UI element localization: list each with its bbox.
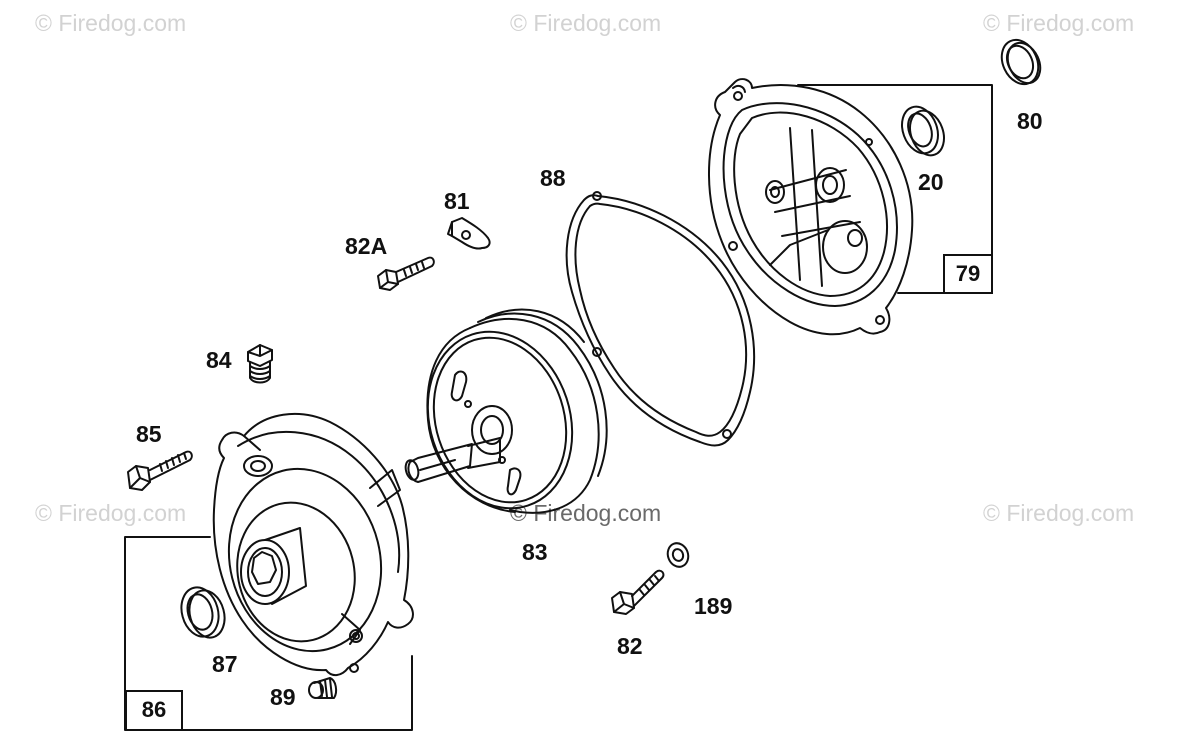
- bolt-82[interactable]: [611, 569, 665, 615]
- plug-84[interactable]: [247, 344, 273, 384]
- watermark: © Firedog.com: [35, 500, 187, 526]
- callout-82: 82: [617, 633, 643, 659]
- callout-87: 87: [212, 651, 238, 677]
- gasket-88[interactable]: [565, 191, 756, 447]
- callout-83: 83: [522, 539, 548, 565]
- washer-189[interactable]: [664, 540, 691, 569]
- callout-84: 84: [206, 347, 232, 373]
- watermark: © Firedog.com: [983, 10, 1135, 36]
- seal-20[interactable]: [896, 102, 950, 160]
- callout-82a: 82A: [345, 233, 388, 259]
- lock-plate-81[interactable]: [447, 217, 491, 250]
- callout-80: 80: [1017, 108, 1043, 134]
- callout-20: 20: [918, 169, 944, 195]
- watermark: © Firedog.com: [983, 500, 1135, 526]
- seal-80[interactable]: [995, 34, 1047, 90]
- set-screw-89[interactable]: [308, 677, 338, 699]
- callout-81: 81: [444, 188, 470, 214]
- housing-79[interactable]: [708, 78, 914, 336]
- callout-85: 85: [136, 421, 162, 447]
- callout-79: 79: [943, 254, 993, 294]
- watermark: © Firedog.com: [510, 10, 662, 36]
- callout-88: 88: [540, 165, 566, 191]
- bolt-85[interactable]: [127, 450, 193, 491]
- drum-83[interactable]: [404, 308, 608, 528]
- bolt-82a[interactable]: [377, 256, 435, 291]
- watermark: © Firedog.com: [35, 10, 187, 36]
- seal-87[interactable]: [176, 583, 229, 641]
- housing-86[interactable]: [210, 412, 414, 676]
- callout-89: 89: [270, 684, 296, 710]
- callout-86: 86: [125, 690, 183, 731]
- callout-189: 189: [694, 593, 733, 619]
